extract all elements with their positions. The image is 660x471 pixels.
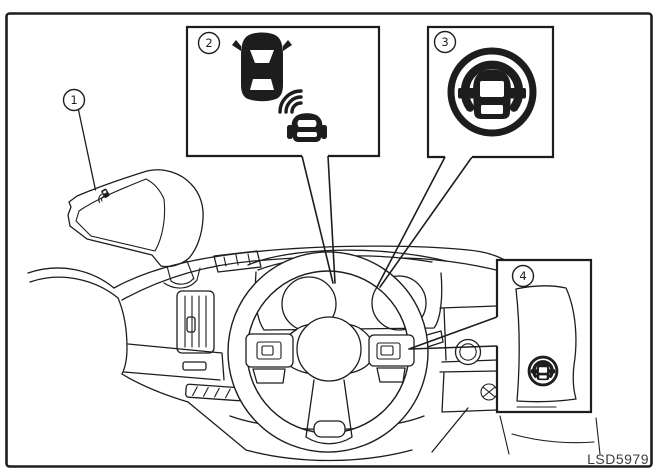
dash-switch-blank — [182, 361, 207, 371]
callout-4-circle — [511, 264, 535, 288]
callout-box-3: 3 — [376, 25, 555, 288]
callout-box-4: 4 — [408, 258, 593, 414]
blind-spot-warning-switch-icon — [527, 355, 559, 387]
ignition-button — [454, 338, 482, 366]
steering-wheel — [227, 251, 429, 453]
box-3-pointer — [376, 156, 473, 288]
right-switch-pod — [368, 334, 415, 383]
figure-code: LSD5979 — [587, 451, 649, 467]
blind-spot-warning-indicator-icon — [447, 47, 537, 137]
box-2-pointer — [301, 155, 336, 284]
callout-2-number: 2 — [205, 36, 212, 50]
callout-box-2: 2 — [185, 25, 381, 284]
callout-2-circle — [197, 31, 221, 55]
defroster-vent — [213, 250, 262, 273]
callout-1-leader-line — [77, 109, 97, 191]
mirror-blind-spot-indicator-icon — [98, 188, 110, 203]
left-switch-pod — [245, 333, 294, 384]
horn-pad — [296, 316, 362, 382]
callout-4-number: 4 — [519, 269, 526, 283]
right-gauge — [371, 275, 427, 331]
callout-1-circle — [62, 88, 86, 112]
callout-1-number: 1 — [70, 93, 77, 107]
switch-panel — [515, 285, 577, 403]
side-mirror-drawing: 1 — [62, 88, 204, 289]
box-4-pointer — [408, 316, 498, 350]
vehicle-detection-radar-icon — [232, 32, 327, 142]
callout-3-number: 3 — [441, 35, 448, 49]
lower-spoke-detail — [313, 420, 346, 438]
callout-3-circle — [433, 30, 457, 54]
air-vent — [176, 290, 215, 354]
